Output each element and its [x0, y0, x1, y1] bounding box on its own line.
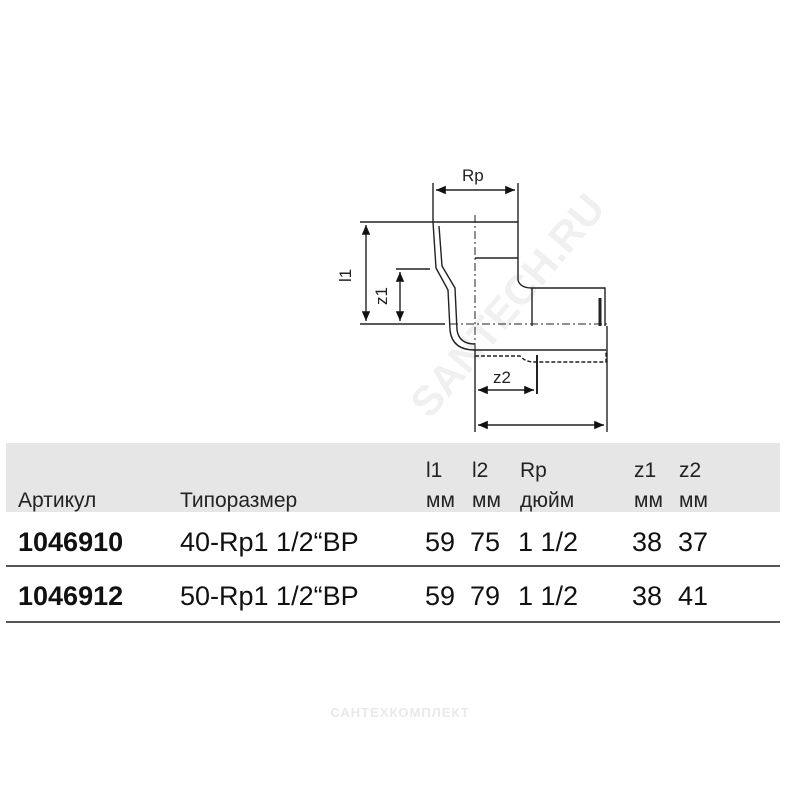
header-size: Типоразмер	[180, 489, 298, 512]
l1-dimension-label: l1	[336, 269, 355, 282]
header-l2-unit: мм	[472, 489, 501, 512]
header-l2: l2	[472, 459, 489, 482]
row-divider	[6, 565, 780, 567]
header-l1: l1	[426, 459, 443, 482]
article-number: 1046910	[18, 527, 124, 557]
l1-value: 59	[425, 581, 456, 611]
header-z1: z1	[634, 459, 657, 482]
l1-value: 59	[425, 527, 456, 557]
l2-value: 75	[470, 527, 501, 557]
z2-value: 37	[678, 527, 709, 557]
z1-value: 38	[632, 527, 663, 557]
article-number: 1046912	[18, 581, 124, 611]
fitting-dimension-drawing: Rp l1 z1 z2 SANTECH.RU	[336, 166, 614, 432]
row-divider	[6, 621, 780, 623]
rp-value: 1 1/2	[518, 581, 579, 611]
size: 50-Rp1 1/2“BP	[180, 581, 359, 611]
header-rp: Rp	[520, 459, 547, 482]
z1-value: 38	[632, 581, 663, 611]
rp-dimension-label: Rp	[462, 166, 484, 185]
l2-value: 79	[470, 581, 501, 611]
header-z2: z2	[679, 459, 702, 482]
header-z2-unit: мм	[679, 489, 708, 512]
footer-watermark: САНТЕХКОМПЛЕКТ	[330, 705, 470, 720]
table-header-band	[6, 443, 780, 512]
z2-value: 41	[678, 581, 709, 611]
header-rp-unit: дюйм	[520, 489, 575, 512]
z1-dimension-label: z1	[372, 287, 391, 305]
header-l1-unit: мм	[426, 489, 455, 512]
rp-value: 1 1/2	[518, 527, 579, 557]
header-article: Артикул	[18, 489, 97, 512]
z2-dimension-label: z2	[493, 368, 511, 387]
header-z1-unit: мм	[634, 489, 663, 512]
size: 40-Rp1 1/2“BP	[180, 527, 359, 557]
